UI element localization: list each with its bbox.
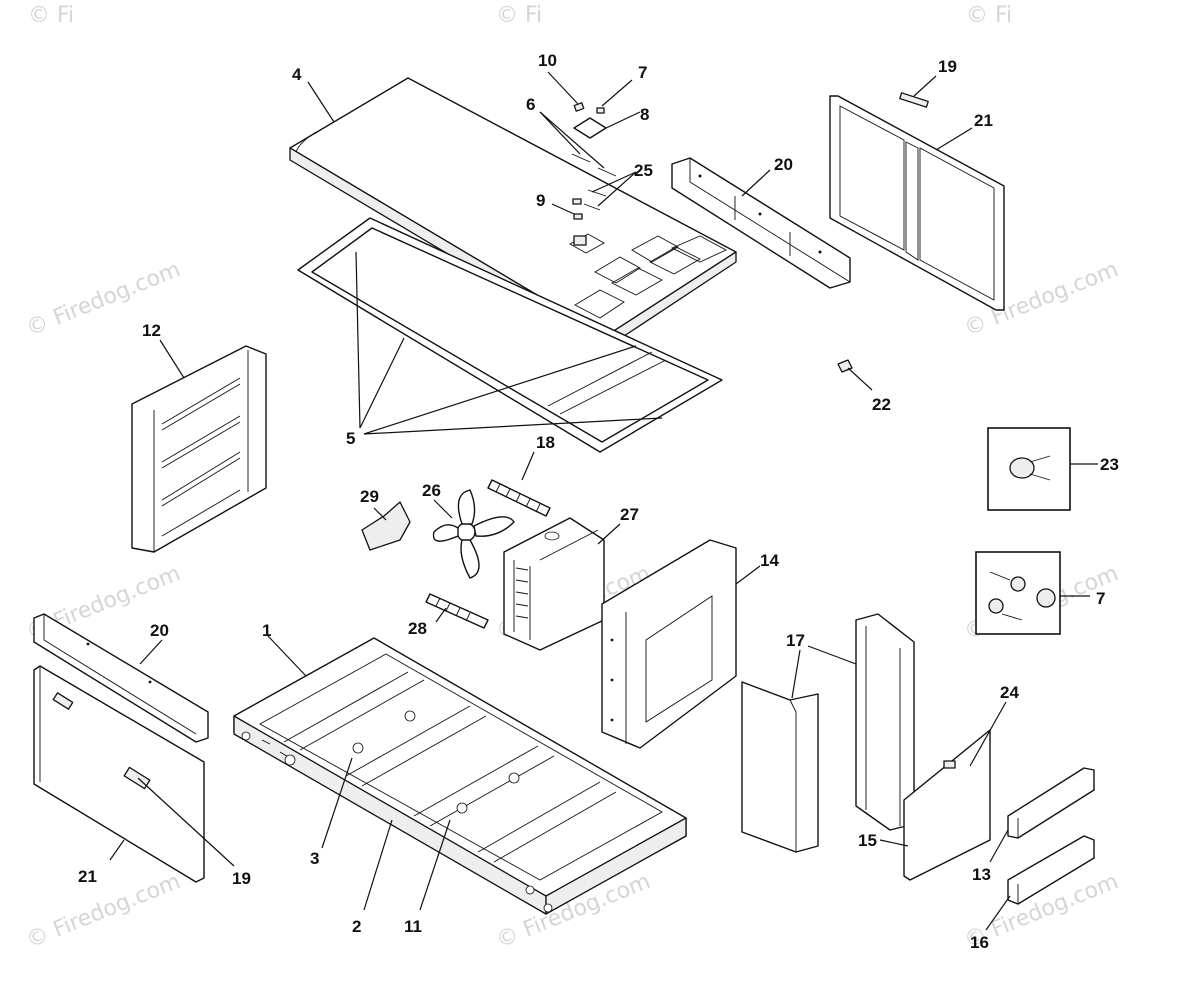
- callout-3: 3: [310, 849, 319, 868]
- part-door-upper: [829, 92, 1005, 311]
- callout-8: 8: [640, 105, 649, 124]
- callout-24: 24: [1000, 683, 1019, 702]
- part-door-lower: [33, 665, 205, 883]
- callout-7: 7: [638, 63, 647, 82]
- callout-6: 6: [526, 95, 535, 114]
- callout-21-left: 21: [78, 867, 97, 886]
- callout-19-left: 19: [232, 869, 251, 888]
- callout-27: 27: [620, 505, 639, 524]
- inset-box-23: [987, 427, 1071, 511]
- inset-box-7: [975, 551, 1061, 635]
- part-top-rail: [671, 157, 851, 289]
- callout-4: 4: [292, 65, 302, 84]
- watermark-corner: © Fi: [496, 3, 542, 28]
- callout-29: 29: [360, 487, 379, 506]
- callout-23: 23: [1100, 455, 1119, 474]
- watermark-corner: © Fi: [966, 3, 1012, 28]
- callout-10: 10: [538, 51, 557, 70]
- part-column-shroud: [741, 681, 819, 853]
- part-side-frame: [131, 345, 267, 553]
- callout-12: 12: [142, 321, 161, 340]
- watermark-text: © Firedog.com: [23, 869, 184, 953]
- callout-22: 22: [872, 395, 891, 414]
- callout-7-box: 7: [1096, 589, 1105, 608]
- callout-18: 18: [536, 433, 555, 452]
- callouts: 4 10 7 8 6 25 9 20 19 21 22 12 5 18 29 2…: [78, 51, 1119, 952]
- part-rear-panel: [601, 539, 737, 749]
- part-lower-left-rail: [33, 613, 209, 743]
- callout-17: 17: [786, 631, 805, 650]
- part-gaskets: [297, 217, 723, 453]
- callout-9: 9: [536, 191, 545, 210]
- callout-1: 1: [262, 621, 271, 640]
- part-base-frame: [233, 637, 687, 915]
- callout-25: 25: [634, 161, 653, 180]
- callout-2: 2: [352, 917, 361, 936]
- callout-20-left: 20: [150, 621, 169, 640]
- callout-28: 28: [408, 619, 427, 638]
- callout-13: 13: [972, 865, 991, 884]
- callout-21-top: 21: [974, 111, 993, 130]
- part-small-rails: [1007, 767, 1095, 905]
- callout-26: 26: [422, 481, 441, 500]
- callout-20-top: 20: [774, 155, 793, 174]
- callout-5: 5: [346, 429, 355, 448]
- callout-16: 16: [970, 933, 989, 952]
- callout-14: 14: [760, 551, 779, 570]
- part-side-door: [855, 613, 991, 881]
- callout-15: 15: [858, 831, 877, 850]
- part-radiator: [503, 517, 605, 651]
- callout-11: 11: [404, 917, 422, 936]
- part-small-hardware: [571, 102, 617, 246]
- leader-lines: [109, 71, 1098, 931]
- callout-19-top: 19: [938, 57, 957, 76]
- watermark-corner: © Fi: [28, 3, 74, 28]
- part-hoses: [425, 479, 551, 629]
- part-fan: [361, 489, 515, 579]
